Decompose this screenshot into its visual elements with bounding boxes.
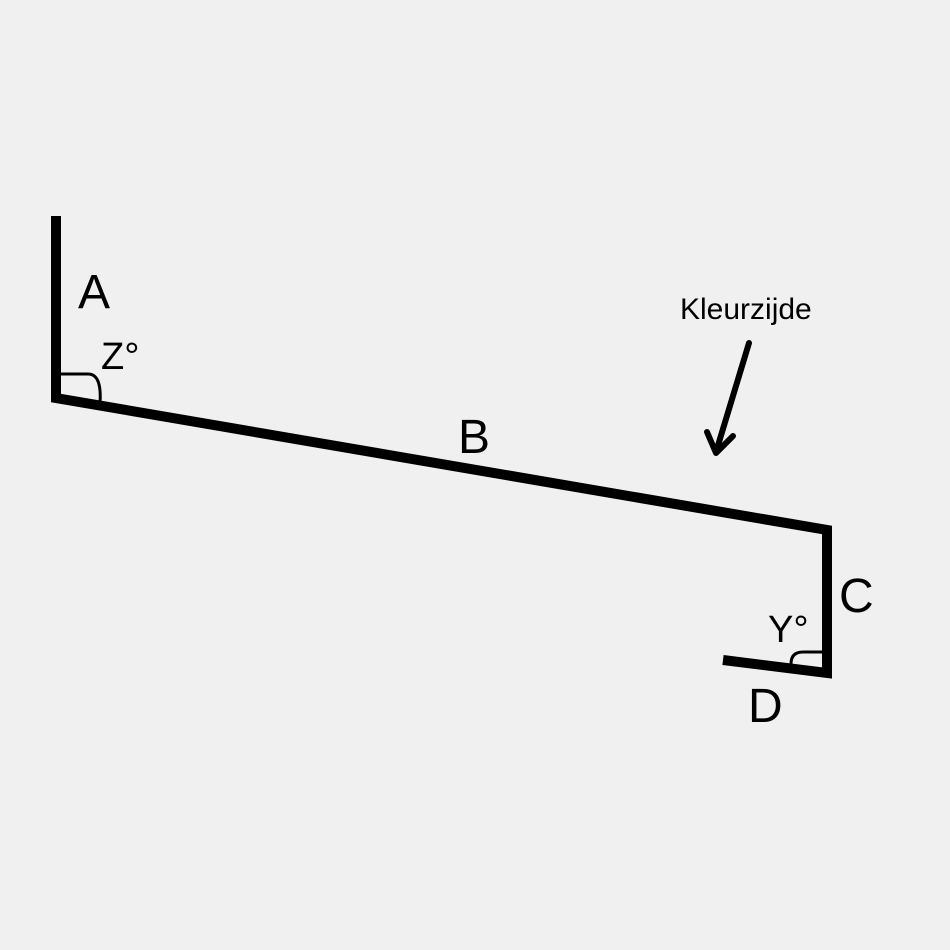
angle-label-z: Z° — [101, 336, 139, 378]
angle-label-y: Y° — [768, 609, 809, 651]
segment-label-c: C — [839, 570, 874, 623]
segment-label-d: D — [748, 680, 783, 733]
angle-y-marker — [789, 650, 827, 665]
kleurzijde-label: Kleurzijde — [680, 293, 812, 326]
angle-z-marker — [56, 372, 102, 404]
kleurzijde-arrow-head — [704, 429, 736, 456]
segment-label-b: B — [458, 411, 490, 464]
profile-outline — [51, 216, 832, 679]
segment-label-a: A — [78, 266, 110, 319]
kleurzijde-arrow-shaft — [713, 340, 752, 455]
